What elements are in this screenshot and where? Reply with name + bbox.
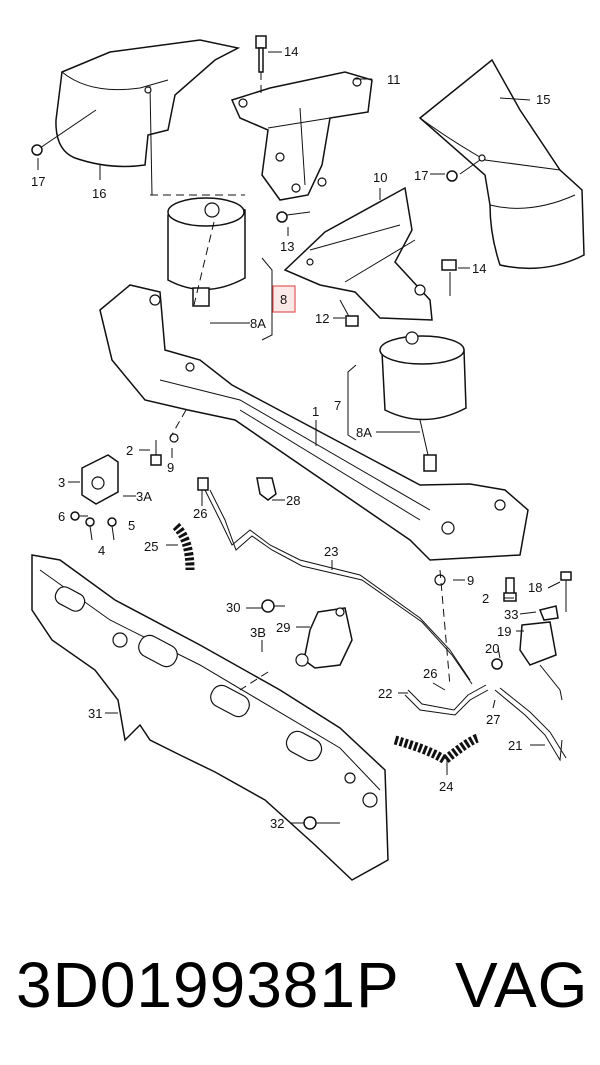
bolt-14-top	[255, 35, 267, 95]
label-21: 21	[508, 738, 522, 753]
label-9-right: 9	[467, 573, 474, 588]
label-19: 19	[497, 624, 511, 639]
label-26-left: 26	[193, 506, 207, 521]
label-4: 4	[98, 543, 105, 558]
label-10: 10	[373, 170, 387, 185]
label-15: 15	[536, 92, 550, 107]
clip-33	[538, 605, 559, 621]
label-17-left: 17	[31, 174, 45, 189]
label-28: 28	[286, 493, 300, 508]
label-3: 3	[58, 475, 65, 490]
label-30: 30	[226, 600, 240, 615]
bracket-3	[81, 454, 119, 505]
label-16: 16	[92, 186, 106, 201]
label-5: 5	[128, 518, 135, 533]
footer: 3D0199381P VAG	[0, 930, 600, 1040]
label-33: 33	[504, 607, 518, 622]
label-11: 11	[387, 72, 401, 87]
label-1: 1	[312, 404, 319, 419]
label-24: 24	[439, 779, 453, 794]
hose-25	[172, 522, 195, 571]
label-14-right: 14	[472, 261, 486, 276]
label-12: 12	[315, 311, 329, 326]
label-8: 8	[280, 292, 287, 307]
label-3B: 3B	[250, 625, 266, 640]
highlight-box-8	[272, 285, 296, 313]
cover-15	[418, 58, 585, 270]
bolt-2-left	[150, 440, 162, 466]
cover-16	[55, 39, 245, 196]
label-8A-right: 8A	[356, 425, 372, 440]
pipe-22	[404, 684, 489, 716]
label-9-left: 9	[167, 460, 174, 475]
crossmember-31	[31, 554, 389, 881]
parts-diagram: 14 11 15 17 16 17 10 13 14 8 8A 12 7 8A …	[31, 35, 585, 881]
bolt-17-right	[446, 159, 481, 182]
pipe-23	[204, 489, 473, 685]
engine-mount-7	[379, 331, 467, 472]
label-17-right: 17	[414, 168, 428, 183]
label-20: 20	[485, 641, 499, 656]
bolts-6-4-5	[70, 511, 117, 541]
bolt-13	[276, 211, 311, 223]
bracket-29	[295, 607, 353, 669]
hose-24	[393, 733, 480, 766]
label-2-right: 2	[482, 591, 489, 606]
label-6: 6	[58, 509, 65, 524]
bolt-17-left	[31, 109, 97, 156]
bolt-14-right	[441, 259, 457, 296]
subframe-1	[99, 284, 529, 586]
label-7: 7	[334, 398, 341, 413]
bolt-2-right	[503, 577, 517, 602]
label-31: 31	[88, 706, 102, 721]
label-3A: 3A	[136, 489, 152, 504]
label-25: 25	[144, 539, 158, 554]
label-32: 32	[270, 816, 284, 831]
label-29: 29	[276, 620, 290, 635]
pipe-21	[494, 687, 567, 762]
clip-28	[256, 477, 277, 501]
valve-19	[519, 621, 563, 701]
sensor-18	[560, 571, 572, 612]
label-8A-left: 8A	[250, 316, 266, 331]
label-22: 22	[378, 686, 392, 701]
bolt-30	[261, 599, 285, 613]
label-18: 18	[528, 580, 542, 595]
fitting-26-left	[197, 477, 209, 491]
bracket-10	[283, 186, 433, 321]
label-23: 23	[324, 544, 338, 559]
label-13: 13	[280, 239, 294, 254]
engine-mount-8	[167, 197, 246, 307]
brand-name: VAG	[455, 949, 589, 1021]
label-2-left: 2	[126, 443, 133, 458]
bolt-12	[339, 299, 359, 327]
bolt-20	[491, 658, 503, 670]
part-number: 3D0199381P	[16, 949, 400, 1021]
label-26-right: 26	[423, 666, 437, 681]
bracket-11	[230, 71, 373, 201]
label-14-top: 14	[284, 44, 298, 59]
label-27: 27	[486, 712, 500, 727]
